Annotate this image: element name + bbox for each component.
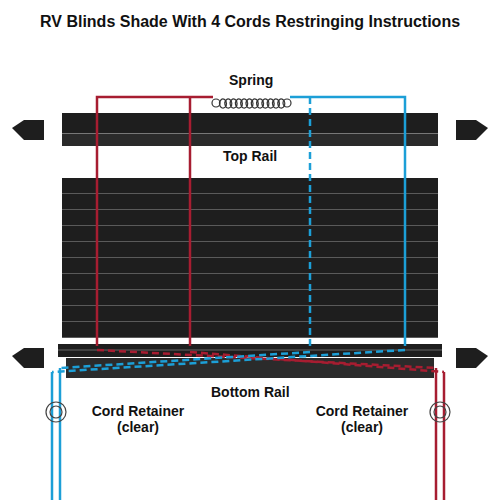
pleated-shade (62, 178, 438, 338)
diagram-title: RV Blinds Shade With 4 Cords Restringing… (40, 13, 460, 31)
spring (212, 99, 291, 108)
blue-cord (52, 97, 405, 500)
part-label: Cord Retainer (clear) (82, 403, 194, 435)
part-label: Spring (229, 72, 273, 88)
part-label: Cord Retainer (clear) (306, 403, 418, 435)
red-cord (97, 97, 444, 500)
part-label: Top Rail (223, 148, 277, 164)
part-label: Bottom Rail (211, 384, 290, 400)
top-rail-lip (62, 134, 438, 146)
top-rail (62, 113, 438, 133)
mount-bracket (12, 120, 488, 368)
